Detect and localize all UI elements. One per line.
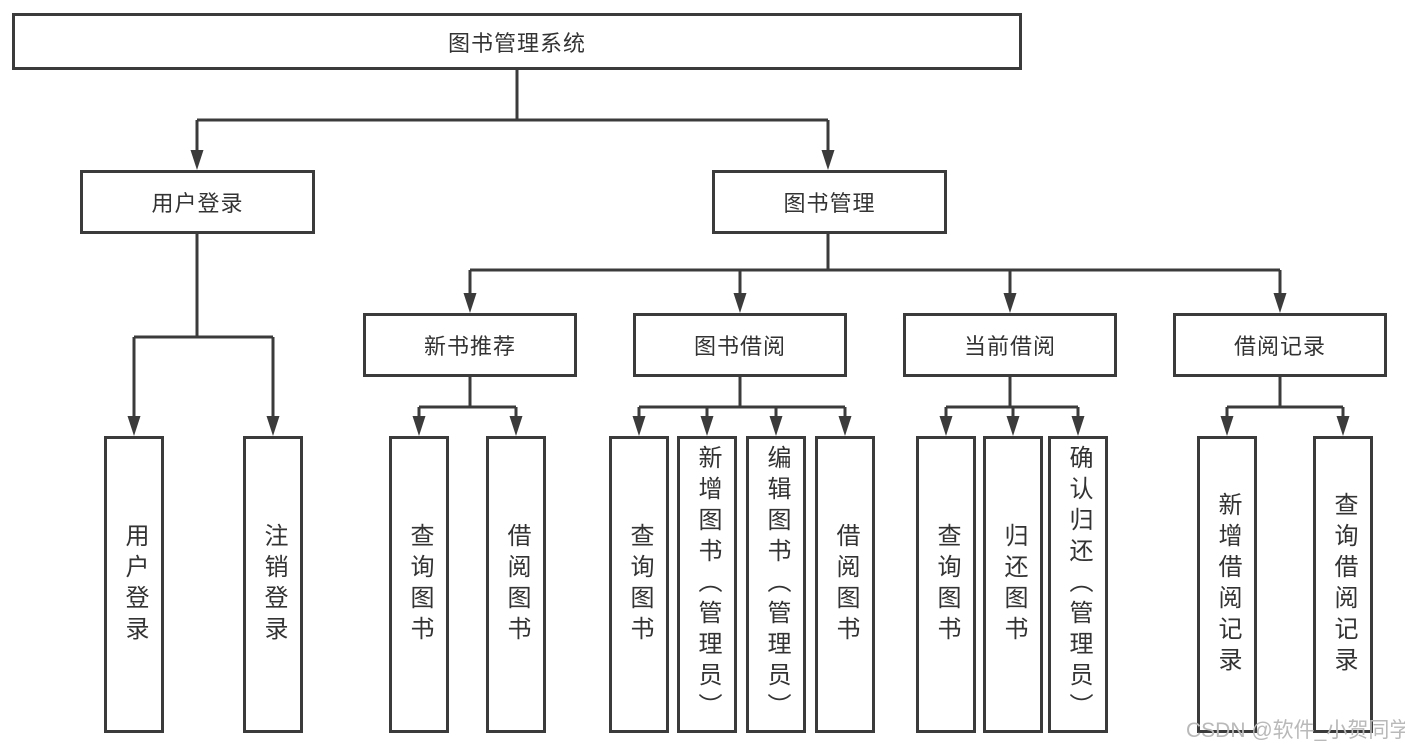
arrowhead	[1003, 293, 1017, 313]
arrowhead	[1071, 416, 1085, 436]
arrowhead	[1220, 416, 1234, 436]
arrowhead	[412, 416, 426, 436]
node-leaf-query-borrow-record: 查询借阅记录	[1313, 436, 1373, 733]
node-leaf-query-books-recommend: 查询图书	[389, 436, 449, 733]
arrowhead	[266, 416, 280, 436]
node-current-borrowing: 当前借阅	[903, 313, 1117, 377]
arrowhead	[1273, 293, 1287, 313]
node-user-login: 用户登录	[80, 170, 315, 234]
arrowhead	[127, 416, 141, 436]
node-leaf-query-books-borrow: 查询图书	[609, 436, 669, 733]
node-leaf-confirm-return-admin: 确认归还（管理员）	[1048, 436, 1108, 733]
watermark: CSDN @软件_小贺同学	[1186, 719, 1405, 742]
node-new-book-recommend: 新书推荐	[363, 313, 577, 377]
node-leaf-return-book: 归还图书	[983, 436, 1043, 733]
node-leaf-borrow-books-2: 借阅图书	[815, 436, 875, 733]
arrowhead	[463, 293, 477, 313]
arrowhead	[838, 416, 852, 436]
arrowhead	[1006, 416, 1020, 436]
node-leaf-logout: 注销登录	[243, 436, 303, 733]
arrowhead	[632, 416, 646, 436]
arrowhead	[1336, 416, 1350, 436]
node-leaf-edit-book-admin: 编辑图书（管理员）	[746, 436, 806, 733]
node-leaf-user-login: 用户登录	[104, 436, 164, 733]
arrowhead	[509, 416, 523, 436]
arrowhead	[700, 416, 714, 436]
node-leaf-add-borrow-record: 新增借阅记录	[1197, 436, 1257, 733]
arrowhead	[733, 293, 747, 313]
node-leaf-add-book-admin: 新增图书（管理员）	[677, 436, 737, 733]
arrowhead	[769, 416, 783, 436]
node-library-management-system: 图书管理系统	[12, 13, 1022, 70]
node-book-management: 图书管理	[712, 170, 947, 234]
node-book-borrowing: 图书借阅	[633, 313, 847, 377]
node-leaf-query-books-current: 查询图书	[916, 436, 976, 733]
node-borrowing-records: 借阅记录	[1173, 313, 1387, 377]
arrowhead	[821, 150, 835, 170]
arrowhead	[939, 416, 953, 436]
node-leaf-borrow-books-recommend: 借阅图书	[486, 436, 546, 733]
arrowhead	[190, 150, 204, 170]
